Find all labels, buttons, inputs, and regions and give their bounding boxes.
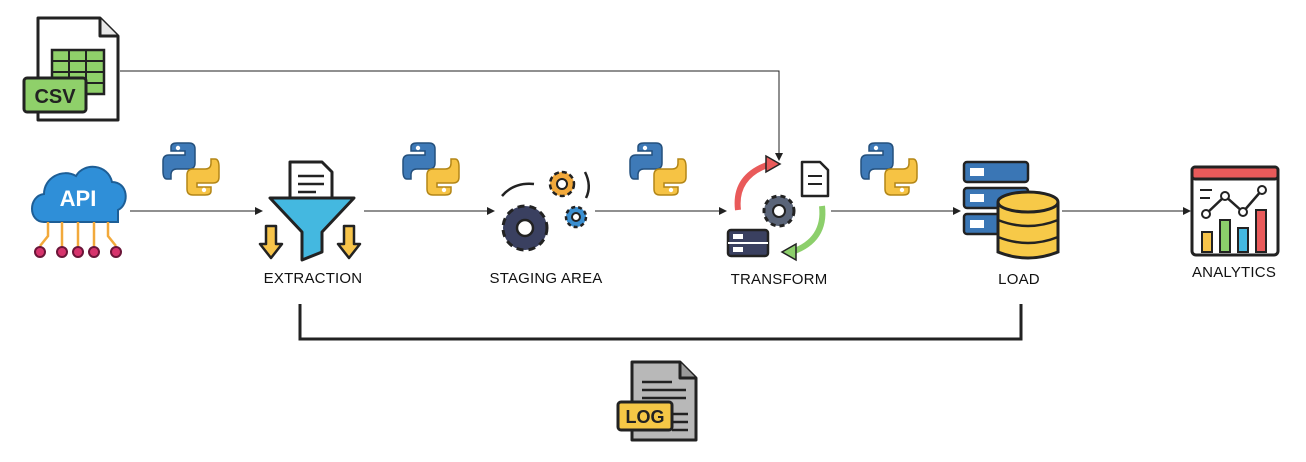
csv-badge: CSV xyxy=(34,86,76,108)
gears-icon xyxy=(501,170,590,252)
python-icon xyxy=(860,142,918,196)
funnel-filter-icon xyxy=(258,160,362,262)
python-icon xyxy=(162,142,220,196)
csv-file-icon: CSV xyxy=(22,16,120,122)
transform-cycle-icon xyxy=(726,154,830,262)
python-icon xyxy=(629,142,687,196)
log-file-icon: LOG xyxy=(616,360,698,442)
api-badge: API xyxy=(60,186,97,211)
extraction-label: EXTRACTION xyxy=(263,270,363,287)
log-bracket xyxy=(298,304,1023,341)
transform-label: TRANSFORM xyxy=(730,271,828,288)
load-label: LOAD xyxy=(998,271,1040,288)
log-badge: LOG xyxy=(626,407,665,427)
analytics-label: ANALYTICS xyxy=(1191,264,1277,281)
database-server-icon xyxy=(962,160,1060,260)
staging-area-label: STAGING AREA xyxy=(489,270,603,287)
analytics-dashboard-icon xyxy=(1190,165,1280,257)
python-icon xyxy=(402,142,460,196)
api-cloud-icon: API xyxy=(31,166,127,258)
edge-csv-transform xyxy=(120,70,783,161)
